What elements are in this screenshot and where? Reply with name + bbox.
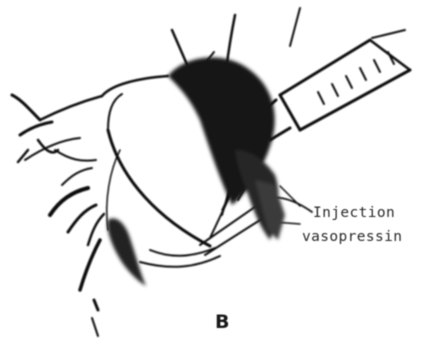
panel-letter: B <box>215 311 229 333</box>
label-injection: Injection <box>313 205 395 221</box>
left-tissue <box>12 95 120 336</box>
label-vasopressin: vasopressin <box>302 229 402 245</box>
shaded-strand <box>107 218 146 286</box>
